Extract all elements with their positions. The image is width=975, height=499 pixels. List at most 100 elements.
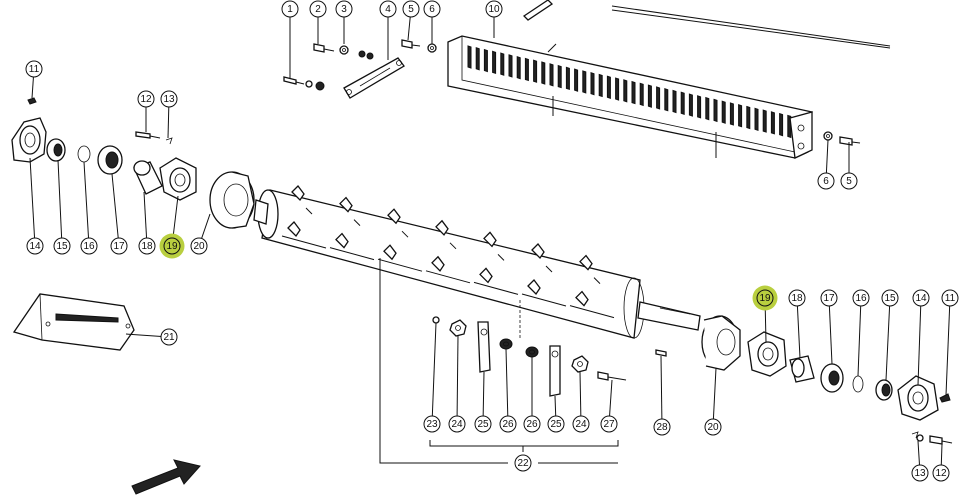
bar-slot <box>565 66 570 91</box>
callout-p4: 4 <box>379 0 397 18</box>
callout-circle <box>309 0 327 18</box>
part-number-label: 13 <box>914 468 926 479</box>
callout-circle <box>138 237 156 255</box>
callout-circle <box>423 0 441 18</box>
callout-circle <box>402 0 420 18</box>
bar-slot <box>623 79 628 103</box>
leader-line-p25a <box>482 371 485 425</box>
part-number-label: 12 <box>935 468 947 479</box>
top-rod <box>522 0 891 49</box>
part-number-label: 6 <box>429 4 435 15</box>
part-number-label: 27 <box>603 419 615 430</box>
part-number-label: 14 <box>29 241 41 252</box>
callout-p18b: 18 <box>788 289 806 307</box>
callout-p12a: 12 <box>137 90 155 108</box>
part-number-label: 13 <box>163 94 175 105</box>
callout-circle <box>137 90 155 108</box>
leader-line-p17b <box>828 297 833 365</box>
beater-tooth <box>527 279 541 296</box>
callout-p22: 22 <box>514 454 532 472</box>
callout-p15a: 15 <box>53 237 71 255</box>
beater-bar-shadow <box>521 293 567 307</box>
callout-circle <box>485 0 503 18</box>
leader-line-p18b <box>796 297 801 359</box>
beater-bar-shadow <box>377 258 423 272</box>
callout-p25a: 25 <box>474 415 492 433</box>
beater-bar-edge <box>305 207 313 215</box>
callout-p1: 1 <box>281 0 299 18</box>
callout-circle <box>448 415 466 433</box>
callout-circle <box>26 237 44 255</box>
callout-p13a: 13 <box>160 90 178 108</box>
leader-line-p20b <box>712 367 717 428</box>
callout-circle <box>788 289 806 307</box>
callout-circle <box>653 418 671 436</box>
part-number-label: 15 <box>884 293 896 304</box>
callout-circle <box>423 415 441 433</box>
callout-circle <box>704 418 722 436</box>
callout-circle <box>80 237 98 255</box>
beater-tooth <box>291 185 305 202</box>
part-number-label: 1 <box>287 4 293 15</box>
part-number-label: 19 <box>759 293 771 304</box>
part-number-label: 20 <box>193 241 205 252</box>
part-number-label: 22 <box>517 458 529 469</box>
beater-bar-edge <box>545 265 553 273</box>
callout-circle <box>932 464 950 482</box>
callout-p5a: 5 <box>402 0 420 18</box>
part-number-label: 10 <box>488 4 500 15</box>
bar-slot <box>721 100 726 124</box>
callout-p26a: 26 <box>499 415 517 433</box>
left-bearing-assembly <box>11 97 255 229</box>
callout-circle <box>572 415 590 433</box>
part-number-label: 24 <box>451 419 463 430</box>
bar-slot <box>672 89 677 114</box>
callout-circle <box>514 454 532 472</box>
callout-p16a: 16 <box>80 237 98 255</box>
beater-bar-edge <box>353 219 361 226</box>
bar-slot <box>524 57 529 82</box>
beater-tooth <box>339 196 353 213</box>
part-number-label: 26 <box>526 419 538 430</box>
part-number-label: 2 <box>315 4 321 15</box>
callout-p24b: 24 <box>572 415 590 433</box>
bar-slot <box>779 112 784 137</box>
bar-slot <box>615 77 620 101</box>
bar-slot <box>549 63 554 87</box>
callout-circle <box>163 237 181 255</box>
bar-slot <box>598 73 603 98</box>
bar-slot <box>590 72 595 96</box>
part-number-label: 11 <box>945 293 956 304</box>
beater-bar-shadow <box>329 247 375 261</box>
elevator-bar-part-10 <box>447 35 813 159</box>
part-number-label: 14 <box>915 293 927 304</box>
leader-line-p23 <box>431 322 437 425</box>
leader-line-p26a <box>505 348 509 425</box>
callout-p19a: 19 <box>159 233 185 259</box>
leader-line-p14b <box>917 297 922 386</box>
part-number-label: 23 <box>426 419 438 430</box>
bar-slot <box>656 86 661 110</box>
callout-p23: 23 <box>423 415 441 433</box>
beater-tooth <box>575 290 589 307</box>
link-plate-part-4 <box>343 57 405 99</box>
bar-slot <box>557 64 562 89</box>
part-number-label: 21 <box>163 332 175 343</box>
callout-p24a: 24 <box>448 415 466 433</box>
bar-slot <box>516 55 521 80</box>
leader-line-p28 <box>660 355 663 428</box>
bar-slot <box>631 80 636 105</box>
part-number-label: 18 <box>141 241 153 252</box>
part-number-label: 3 <box>341 4 347 15</box>
beater-tooth <box>335 232 349 249</box>
part-number-label: 4 <box>385 4 391 15</box>
beater-bar-shadow <box>473 281 519 295</box>
right-bearing-assembly <box>747 331 953 445</box>
beater-bar-edge <box>593 277 601 284</box>
callout-circle <box>852 289 870 307</box>
beater-tooth <box>531 243 545 260</box>
bar-slot <box>729 102 734 126</box>
callout-circle <box>817 172 835 190</box>
